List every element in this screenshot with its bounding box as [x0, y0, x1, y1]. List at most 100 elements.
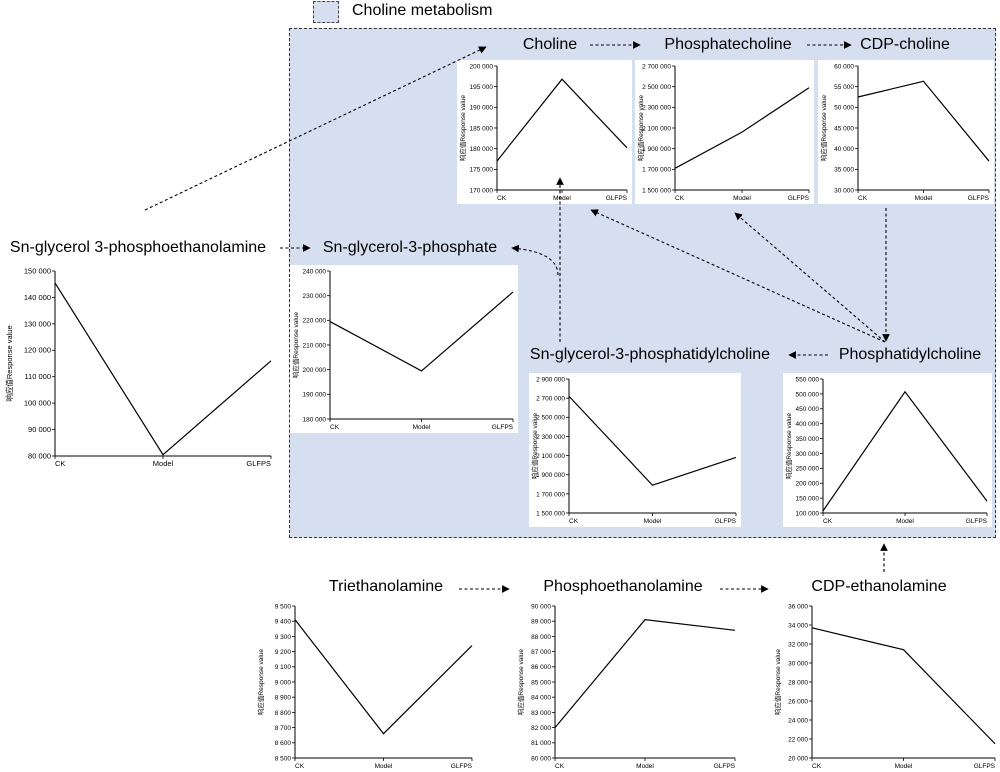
y-tick-label: 26 000 — [788, 698, 808, 705]
y-tick-label: 1 900 000 — [642, 146, 671, 153]
x-tick-label: CK — [295, 763, 305, 770]
y-tick-label: 80 000 — [531, 755, 551, 762]
y-tick-label: 550 000 — [796, 376, 820, 383]
y-tick-label: 200 000 — [303, 367, 327, 374]
y-tick-label: 35 000 — [834, 167, 854, 174]
y-tick-label: 9 400 — [275, 619, 292, 626]
series-line — [822, 390, 988, 512]
y-tick-label: 86 000 — [531, 664, 551, 671]
y-tick-label: 34 000 — [788, 622, 808, 629]
x-tick-label: CK — [555, 763, 565, 770]
panel-background — [290, 265, 518, 433]
y-tick-label: 81 000 — [531, 740, 551, 747]
y-tick-label: 60 000 — [834, 63, 854, 70]
y-tick-label: 110 000 — [24, 372, 51, 381]
x-tick-label: GLFPS — [966, 518, 988, 525]
y-tick-label: 55 000 — [834, 84, 854, 91]
legend-label: Choline metabolism — [352, 2, 493, 19]
panel-background — [515, 600, 740, 772]
y-axis-label: 响应值Response value — [4, 325, 14, 401]
y-tick-label: 185 000 — [470, 125, 494, 132]
node-phosphoethanolamine: Phosphoethanolamine — [543, 578, 703, 595]
y-tick-label: 200 000 — [796, 481, 820, 488]
y-tick-label: 9 500 — [275, 603, 292, 610]
y-axis-label: 响应值Response value — [516, 649, 525, 715]
node-cdp-choline: CDP-choline — [860, 36, 950, 53]
y-tick-label: 1 900 000 — [536, 472, 565, 479]
y-tick-label: 2 100 000 — [642, 125, 671, 132]
y-tick-label: 140 000 — [24, 293, 51, 302]
x-tick-label: CK — [569, 518, 579, 525]
x-tick-label: CK — [55, 459, 65, 468]
x-tick-label: Model — [896, 518, 914, 525]
y-tick-label: 1 500 000 — [642, 187, 671, 194]
series-line — [857, 80, 990, 162]
y-tick-label: 9 100 — [275, 664, 292, 671]
y-tick-label: 2 500 000 — [642, 84, 671, 91]
y-tick-label: 30 000 — [788, 660, 808, 667]
y-tick-label: 175 000 — [470, 167, 494, 174]
y-axis-label: 响应值Response value — [636, 95, 645, 161]
x-tick-label: Model — [153, 459, 174, 468]
y-tick-label: 45 000 — [834, 125, 854, 132]
y-tick-label: 100 000 — [24, 399, 51, 408]
y-axis-label: 响应值Response value — [784, 413, 793, 479]
x-tick-label: Model — [375, 763, 393, 770]
x-tick-label: CK — [823, 518, 833, 525]
y-tick-label: 2 300 000 — [642, 105, 671, 112]
x-tick-label: GLFPS — [606, 195, 628, 202]
x-tick-label: CK — [812, 763, 822, 770]
y-tick-label: 100 000 — [796, 510, 820, 517]
series-line — [674, 87, 810, 169]
x-tick-label: Model — [895, 763, 913, 770]
y-tick-label: 30 000 — [834, 187, 854, 194]
y-tick-label: 22 000 — [788, 736, 808, 743]
y-tick-label: 83 000 — [531, 710, 551, 717]
x-tick-label: GLFPS — [492, 424, 514, 431]
y-tick-label: 230 000 — [303, 293, 327, 300]
y-tick-label: 36 000 — [788, 603, 808, 610]
y-tick-label: 8 900 — [275, 695, 292, 702]
y-tick-label: 82 000 — [531, 725, 551, 732]
node-sn-glycerol-3-phosphoethanolamine: Sn-glycerol 3-phosphoethanolamine — [9, 239, 267, 256]
y-tick-label: 2 300 000 — [536, 434, 565, 441]
y-tick-label: 8 800 — [275, 710, 292, 717]
x-tick-label: Model — [733, 195, 751, 202]
y-tick-label: 88 000 — [531, 634, 551, 641]
panel-background — [255, 600, 477, 772]
x-tick-label: CK — [675, 195, 685, 202]
y-axis-label: 响应值Response value — [291, 312, 300, 378]
y-tick-label: 450 000 — [796, 406, 820, 413]
x-tick-label: GLFPS — [788, 195, 810, 202]
node-phosphatecholine: Phosphatecholine — [664, 36, 792, 53]
y-tick-label: 210 000 — [303, 342, 327, 349]
y-tick-label: 180 000 — [303, 416, 327, 423]
series-line — [554, 619, 736, 728]
node-sn-glycerol-3-phosphatidylcholine: Sn-glycerol-3-phosphatidylcholine — [529, 346, 771, 363]
y-tick-label: 84 000 — [531, 695, 551, 702]
y-tick-label: 87 000 — [531, 649, 551, 656]
x-tick-label: Model — [413, 424, 431, 431]
y-tick-label: 195 000 — [470, 84, 494, 91]
y-tick-label: 1 500 000 — [536, 510, 565, 517]
y-tick-label: 2 700 000 — [536, 396, 565, 403]
y-tick-label: 220 000 — [303, 318, 327, 325]
y-tick-label: 20 000 — [788, 755, 808, 762]
y-axis-label: 响应值Response value — [256, 649, 265, 715]
legend-swatch — [313, 1, 339, 23]
y-tick-label: 24 000 — [788, 717, 808, 724]
y-tick-label: 300 000 — [796, 451, 820, 458]
y-tick-label: 89 000 — [531, 619, 551, 626]
x-tick-label: Model — [915, 195, 933, 202]
x-tick-label: GLFPS — [246, 459, 271, 468]
series-line — [811, 627, 996, 745]
node-phosphatidylcholine: Phosphatidylcholine — [838, 346, 982, 363]
y-tick-label: 250 000 — [796, 466, 820, 473]
